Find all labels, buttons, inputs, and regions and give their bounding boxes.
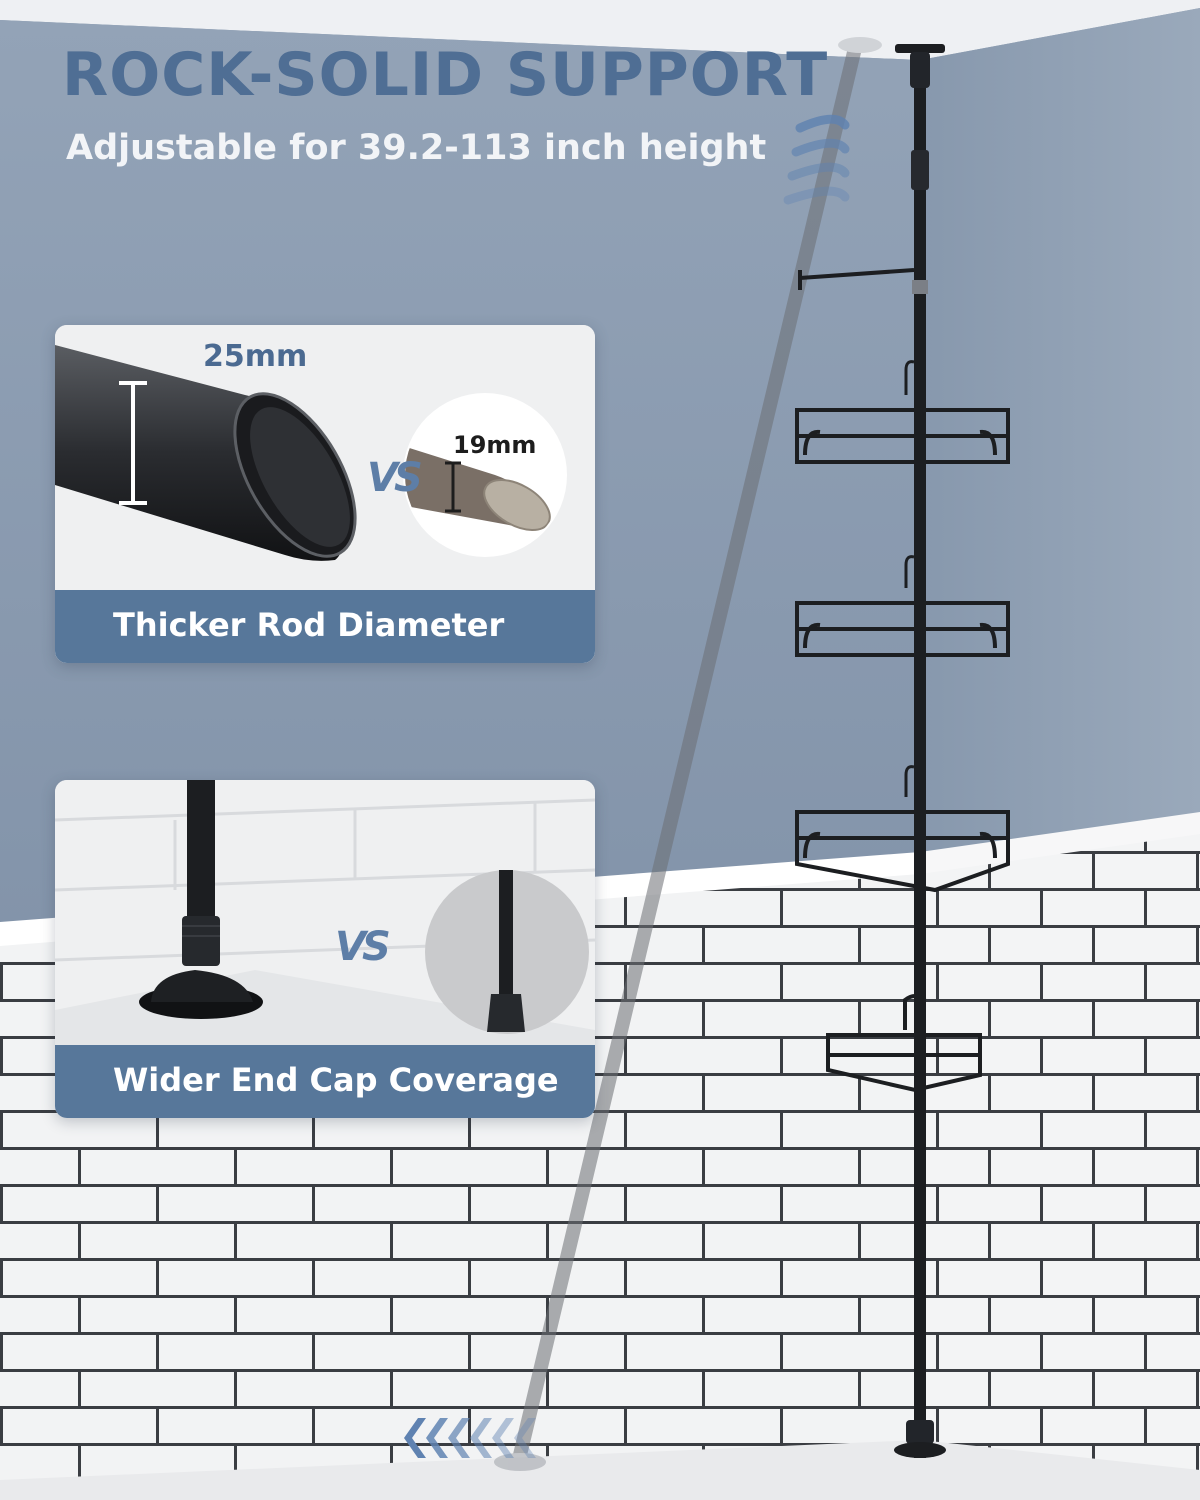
small-diameter-label: 19mm [453,431,537,459]
wide-end-cap-image [187,780,215,920]
caddy-basket [795,601,1010,657]
headline: ROCK-SOLID SUPPORT [62,40,829,110]
caddy-basket [795,408,1010,464]
card-caption: Wider End Cap Coverage [113,1061,559,1099]
chevron-up-arrows-icon [783,114,850,205]
card-banner: Thicker Rod Diameter [55,590,595,663]
card-banner: Wider End Cap Coverage [55,1045,595,1118]
end-cap-card: VS Wider End Cap Coverage [55,780,595,1118]
subheadline: Adjustable for 39.2-113 inch height [66,128,767,168]
caddy-basket [795,810,1010,893]
chevron-left-arrows-icon [404,1418,536,1458]
shower-caddy-pole [798,44,946,1458]
vs-badge: VS [335,924,391,970]
vs-badge: VS [367,455,423,501]
card-caption: Thicker Rod Diameter [113,606,505,644]
caddy-basket [826,994,982,1093]
large-diameter-label: 25mm [203,339,308,374]
rod-diameter-card: 25mm 19mm VS Thicker Rod Diameter [55,325,595,663]
